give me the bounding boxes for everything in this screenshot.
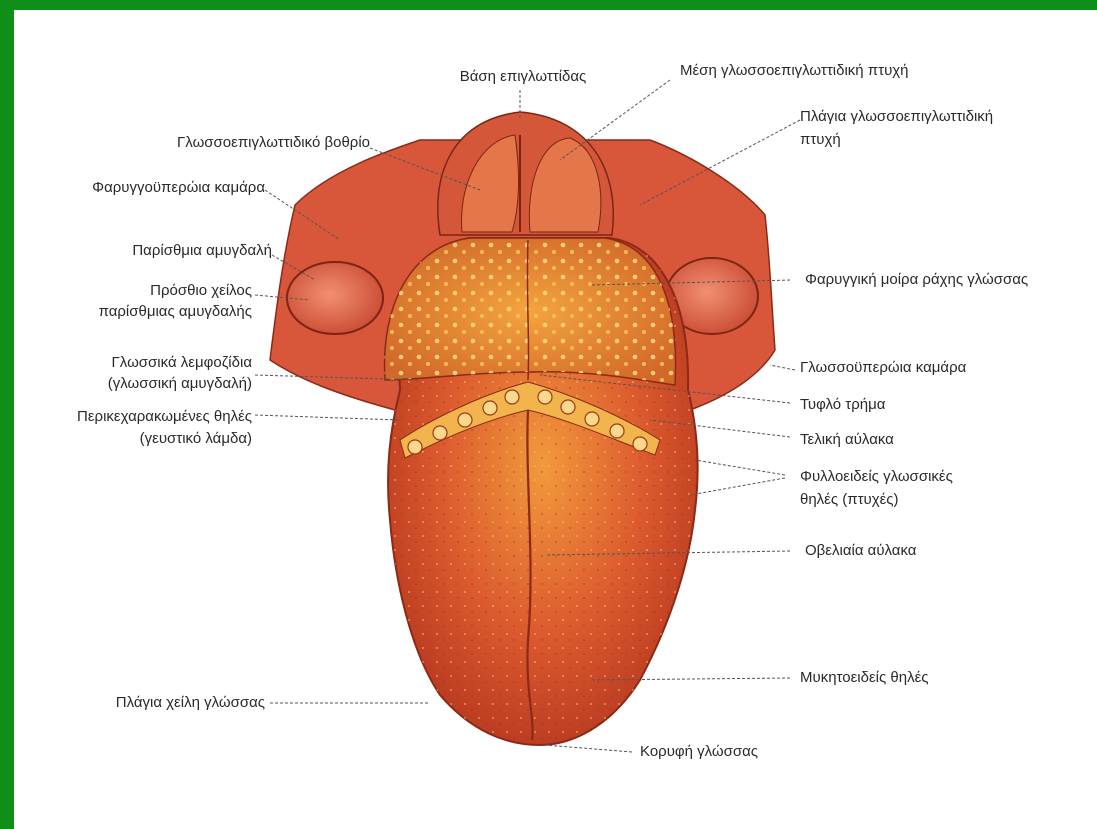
label-lateral-fold-1: Πλάγια γλωσσοεπιγλωττιδική — [800, 107, 993, 126]
tongue-root-follicles — [385, 238, 676, 385]
label-epiglottis-base: Βάση επιγλωττίδας — [398, 67, 648, 86]
label-lingual-follicles-1: Γλωσσικά λεμφοζίδια — [40, 353, 252, 372]
label-lateral-margin: Πλάγια χείλη γλώσσας — [40, 693, 265, 712]
label-fungiform: Μυκητοειδείς θηλές — [800, 668, 928, 687]
label-median-fold: Μέση γλωσσοεπιγλωττιδική πτυχή — [680, 61, 909, 80]
label-median-sulcus: Οβελιαία αύλακα — [805, 541, 916, 560]
label-vallecula: Γλωσσοεπιγλωττιδικό βοθρίο — [60, 133, 370, 152]
label-vallate-2: (γευστικό λάμδα) — [20, 429, 252, 448]
label-palatoglossal-arch: Γλωσσοϋπερώια καμάρα — [800, 358, 966, 377]
label-foliate-2: θηλές (πτυχές) — [800, 490, 899, 509]
label-pharyngeal-part: Φαρυγγική μοίρα ράχης γλώσσας — [805, 270, 1028, 289]
tonsil-left — [287, 262, 383, 334]
label-anterior-lip-2: παρίσθμιας αμυγδαλής — [60, 302, 252, 321]
label-lateral-fold-2: πτυχή — [800, 130, 841, 149]
label-vallate-1: Περικεχαρακωμένες θηλές — [20, 407, 252, 426]
label-anterior-lip-1: Πρόσθιο χείλος — [60, 281, 252, 300]
label-palatine-tonsil: Παρίσθμια αμυγδαλή — [60, 241, 272, 260]
label-foliate-1: Φυλλοειδείς γλωσσικές — [800, 467, 953, 486]
label-palatopharyngeal-arch: Φαρυγγοϋπερώια καμάρα — [20, 178, 265, 197]
label-terminal-sulcus: Τελική αύλακα — [800, 430, 894, 449]
label-apex: Κορυφή γλώσσας — [640, 742, 758, 761]
label-foramen-caecum: Τυφλό τρήμα — [800, 395, 885, 414]
label-lingual-follicles-2: (γλωσσική αμυγδαλή) — [40, 374, 252, 393]
